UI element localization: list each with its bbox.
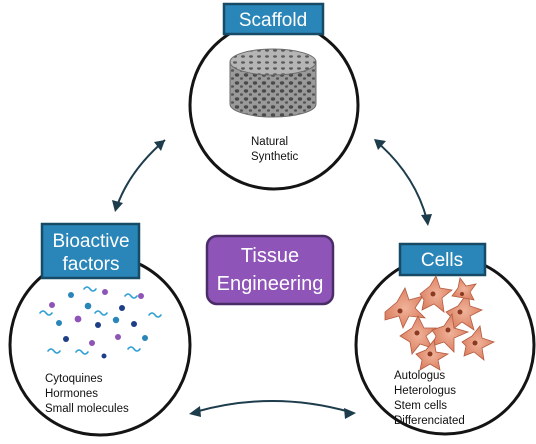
cells-item: Autologus <box>394 370 445 382</box>
arrowhead-icon <box>112 200 123 212</box>
arrow-bioactive-cells <box>194 400 351 413</box>
center-title-line1: Tissue <box>241 245 299 267</box>
arrowhead-icon <box>374 139 386 150</box>
arrow-scaffold-cells <box>376 141 428 221</box>
scaffold-title: Scaffold <box>239 10 307 31</box>
arrowhead-icon <box>154 140 165 151</box>
cells-item: Heterologus <box>394 385 456 397</box>
scaffold-badge <box>222 2 325 36</box>
arrowhead-icon <box>344 408 356 419</box>
arrow-scaffold-bioactive <box>116 139 166 207</box>
center-title-line2: Engineering <box>217 273 324 295</box>
cells-icon <box>384 275 496 371</box>
cells-title: Cells <box>421 250 463 271</box>
cells-item: Stem cells <box>394 400 447 412</box>
arrowhead-icon <box>189 406 201 417</box>
bioactive-title-line2: factors <box>62 254 119 275</box>
bioactive-item: Cytoquines <box>45 373 103 385</box>
bioactive-title-line1: Bioactive <box>52 231 129 252</box>
center-box <box>205 234 335 306</box>
cells-badge <box>398 242 487 277</box>
molecules-icon <box>39 286 162 359</box>
bioactive-factors-badge <box>40 222 141 280</box>
bioactive-item: Small molecules <box>45 403 129 415</box>
bioactive-item: Hormones <box>45 388 98 400</box>
scaffold-item: Natural <box>251 136 288 148</box>
connector-arrows <box>112 139 432 419</box>
porous-cylinder-scaffold-icon <box>229 48 317 118</box>
scaffold-item: Synthetic <box>251 151 299 163</box>
cells-item: Differenciated <box>394 415 465 427</box>
arrowhead-icon <box>421 214 432 226</box>
